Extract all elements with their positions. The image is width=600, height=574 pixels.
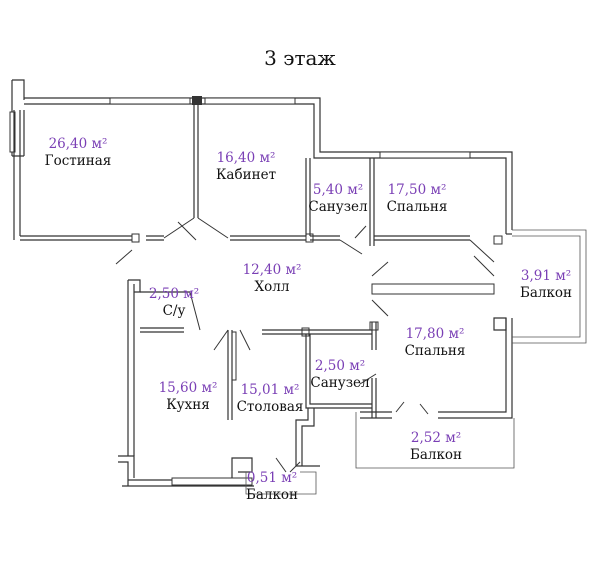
room-area: 15,01 м²: [240, 382, 300, 398]
room-name: Санузел: [310, 374, 370, 391]
room-name: Спальня: [404, 342, 466, 359]
room-label-living: 26,40 м² Гостиная: [45, 136, 112, 170]
room-area: 17,80 м²: [405, 326, 465, 342]
floor-title: 3 этаж: [264, 46, 336, 70]
room-name: Спальня: [386, 198, 448, 215]
room-label-wc: 2,50 м² С/у: [149, 286, 199, 320]
room-label-bath1: 5,40 м² Санузел: [308, 182, 367, 216]
room-area: 15,60 м²: [158, 380, 218, 396]
room-label-balcony2: 2,52 м² Балкон: [410, 430, 462, 464]
room-area: 5,40 м²: [312, 182, 364, 198]
room-name: Гостиная: [44, 152, 112, 169]
room-name: Холл: [254, 278, 290, 295]
room-area: 12,40 м²: [242, 262, 302, 278]
room-area: 2,50 м²: [148, 286, 200, 302]
room-label-kitchen: 15,60 м² Кухня: [159, 380, 218, 414]
outer-walls: [9, 79, 587, 495]
room-area: 3,91 м²: [520, 268, 572, 284]
room-label-balcony1: 3,91 м² Балкон: [520, 268, 572, 302]
room-area: 0,51 м²: [246, 470, 298, 486]
room-label-dining: 15,01 м² Столовая: [237, 382, 304, 416]
room-area: 2,52 м²: [410, 430, 462, 446]
room-area: 17,50 м²: [387, 182, 447, 198]
room-label-bath2: 2,50 м² Санузел: [310, 358, 369, 392]
room-name: С/у: [162, 302, 186, 319]
room-name: Столовая: [236, 398, 304, 415]
room-area: 16,40 м²: [216, 150, 276, 166]
room-label-balcony3: 0,51 м² Балкон: [246, 470, 298, 504]
room-name: Кабинет: [215, 166, 277, 183]
room-name: Балкон: [245, 486, 299, 503]
room-name: Санузел: [308, 198, 368, 215]
doors: [115, 217, 495, 473]
room-label-hall: 12,40 м² Холл: [243, 262, 302, 296]
room-label-bed2: 17,80 м² Спальня: [405, 326, 466, 360]
room-area: 26,40 м²: [48, 136, 108, 152]
room-label-study: 16,40 м² Кабинет: [216, 150, 276, 184]
room-label-bed1: 17,50 м² Спальня: [387, 182, 448, 216]
room-area: 2,50 м²: [314, 358, 366, 374]
room-name: Балкон: [519, 284, 573, 301]
room-name: Кухня: [166, 396, 210, 413]
room-name: Балкон: [409, 446, 463, 463]
